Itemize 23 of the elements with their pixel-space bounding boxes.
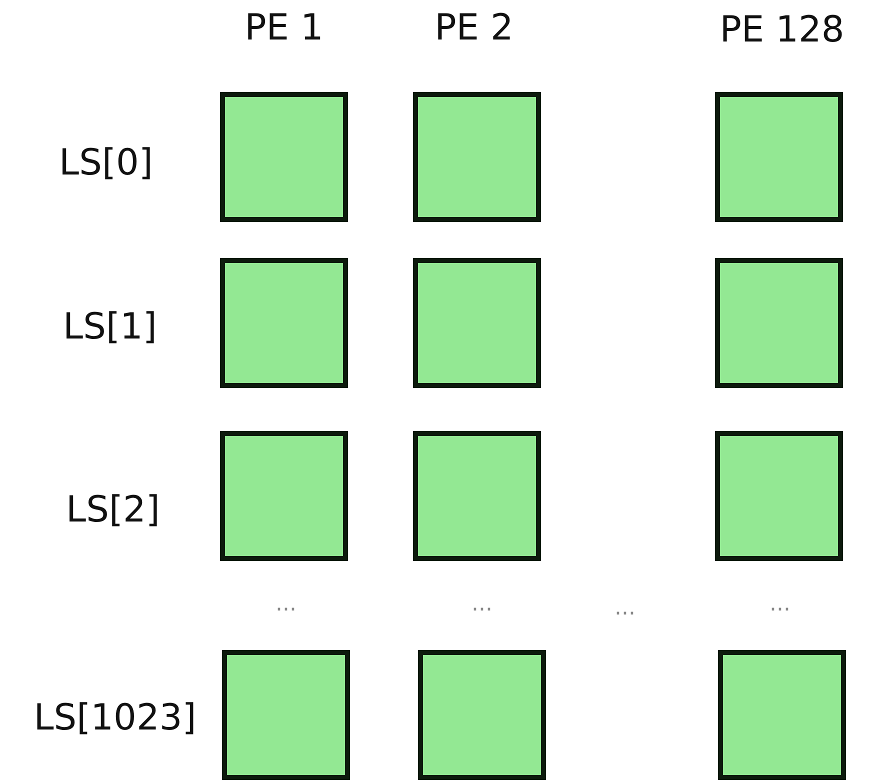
ellipsis: ... bbox=[770, 592, 790, 616]
square-box bbox=[715, 431, 843, 561]
column-header: PE 128 bbox=[720, 10, 844, 50]
column-header: PE 1 bbox=[244, 8, 324, 48]
square-box bbox=[418, 650, 546, 780]
row-label: LS[1] bbox=[63, 306, 157, 348]
square-box bbox=[220, 258, 348, 388]
ellipsis: ... bbox=[276, 592, 296, 616]
square-box bbox=[220, 92, 348, 222]
row-label: LS[2] bbox=[66, 490, 160, 530]
row-label: LS[0] bbox=[59, 142, 153, 184]
square-box bbox=[718, 650, 846, 780]
square-box bbox=[220, 431, 348, 561]
square-box bbox=[715, 92, 843, 222]
row-label: LS[1023] bbox=[34, 698, 196, 738]
square-box bbox=[222, 650, 350, 780]
square-box bbox=[715, 258, 843, 388]
square-box bbox=[413, 92, 541, 222]
square-box bbox=[413, 431, 541, 561]
square-box bbox=[413, 258, 541, 388]
ellipsis: ... bbox=[472, 592, 492, 616]
column-header: PE 2 bbox=[434, 8, 514, 48]
ellipsis: ... bbox=[614, 596, 636, 620]
